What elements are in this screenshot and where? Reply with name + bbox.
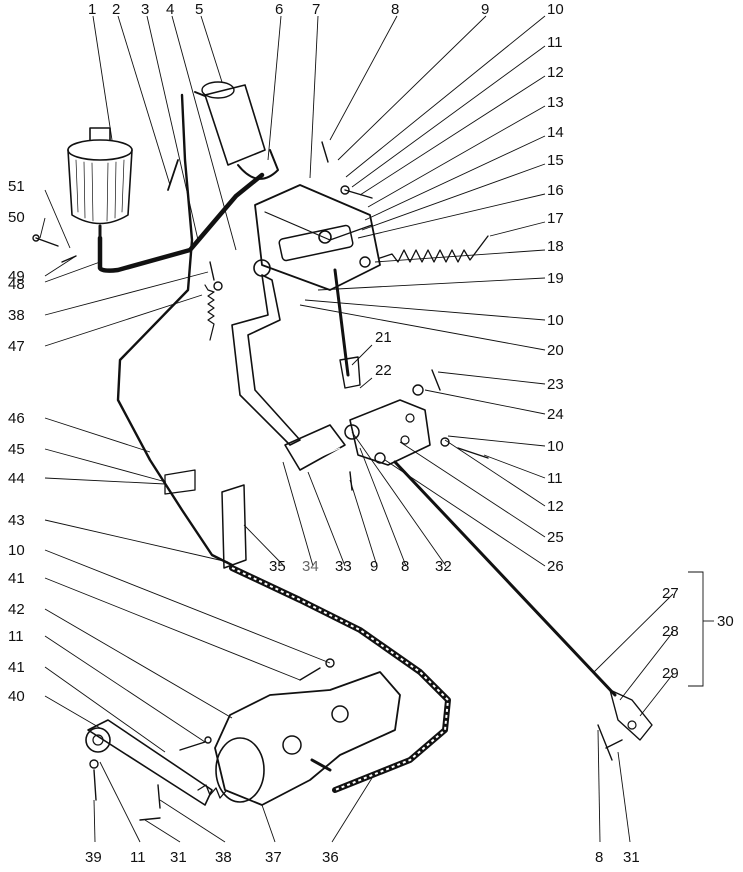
callout-44: 44 <box>8 470 25 487</box>
clutch-pedal-drawing <box>231 274 346 471</box>
callout-9: 9 <box>481 1 489 18</box>
callout-labels: 1 2 3 4 5 6 7 8 9 10 11 12 13 14 15 16 1… <box>8 1 734 866</box>
callout-18: 18 <box>547 238 564 255</box>
callout-28: 28 <box>662 623 679 640</box>
callout-2: 2 <box>112 1 120 18</box>
release-lever-drawing <box>85 719 227 806</box>
callout-41-bottom: 41 <box>8 659 25 676</box>
callout-46: 46 <box>8 410 25 427</box>
callout-50: 50 <box>8 209 25 226</box>
callout-48: 48 <box>8 276 25 293</box>
callout-47: 47 <box>8 338 25 355</box>
callout-1: 1 <box>88 1 96 18</box>
callout-11-left: 11 <box>8 628 24 645</box>
callout-27: 27 <box>662 585 679 602</box>
callout-38-top: 38 <box>8 307 25 324</box>
leader-lines <box>39 15 714 843</box>
callout-32: 32 <box>435 558 452 575</box>
callout-37: 37 <box>265 849 282 866</box>
callout-49: 49 <box>8 268 25 285</box>
callout-15: 15 <box>547 152 564 169</box>
pedal-bracket-drawing <box>253 184 381 291</box>
callout-51: 51 <box>8 178 25 195</box>
reservoir-drawing <box>67 127 133 240</box>
callout-45: 45 <box>8 441 25 458</box>
callout-10-mid: 10 <box>547 438 564 455</box>
callout-21: 21 <box>375 329 392 346</box>
callout-10-top: 10 <box>547 1 564 18</box>
callout-12-mid: 12 <box>547 498 564 515</box>
callout-11-top: 11 <box>547 34 563 51</box>
flexible-hose-drawing <box>229 565 451 793</box>
callout-24: 24 <box>547 406 564 423</box>
callout-20: 20 <box>547 342 564 359</box>
clutch-pipe-drawing <box>116 93 234 567</box>
callout-25: 25 <box>547 529 564 546</box>
callout-19: 19 <box>547 270 564 287</box>
callout-6: 6 <box>275 1 283 18</box>
callout-38-bottom: 38 <box>215 849 232 866</box>
callout-9-pedal: 9 <box>370 558 378 575</box>
callout-8: 8 <box>391 1 399 18</box>
callout-41-top: 41 <box>8 570 25 587</box>
callout-13: 13 <box>547 94 564 111</box>
callout-11-bottom: 11 <box>130 849 146 866</box>
callout-26: 26 <box>547 558 564 575</box>
callout-22: 22 <box>375 362 392 379</box>
callout-31-right: 31 <box>623 849 640 866</box>
fasteners-drawing <box>32 141 623 821</box>
callout-10-left: 10 <box>8 542 25 559</box>
callout-34: 34 <box>302 558 319 575</box>
callout-30: 30 <box>717 613 734 630</box>
callout-12-top: 12 <box>547 64 564 81</box>
callout-7: 7 <box>312 1 320 18</box>
callout-23: 23 <box>547 376 564 393</box>
callout-39: 39 <box>85 849 102 866</box>
lever-assembly-drawing <box>344 399 431 466</box>
callout-40: 40 <box>8 688 25 705</box>
callout-11-mid: 11 <box>547 470 563 487</box>
callout-33: 33 <box>335 558 352 575</box>
callout-17: 17 <box>547 210 564 227</box>
callout-14: 14 <box>547 124 564 141</box>
callout-8-pedal: 8 <box>401 558 409 575</box>
callout-43: 43 <box>8 512 25 529</box>
slave-cylinder-drawing <box>214 671 401 806</box>
callout-4: 4 <box>166 1 174 18</box>
callout-16: 16 <box>547 182 564 199</box>
master-cylinder-drawing <box>194 81 279 180</box>
callout-35: 35 <box>269 558 286 575</box>
callout-5: 5 <box>195 1 203 18</box>
callout-29: 29 <box>662 665 679 682</box>
callout-3: 3 <box>141 1 149 18</box>
callout-42: 42 <box>8 601 25 618</box>
callout-10-right: 10 <box>547 312 564 329</box>
feed-hose-drawing <box>97 172 265 273</box>
callout-8-bottom: 8 <box>595 849 603 866</box>
callout-31-bottom: 31 <box>170 849 187 866</box>
callout-36: 36 <box>322 849 339 866</box>
artwork <box>32 81 653 821</box>
